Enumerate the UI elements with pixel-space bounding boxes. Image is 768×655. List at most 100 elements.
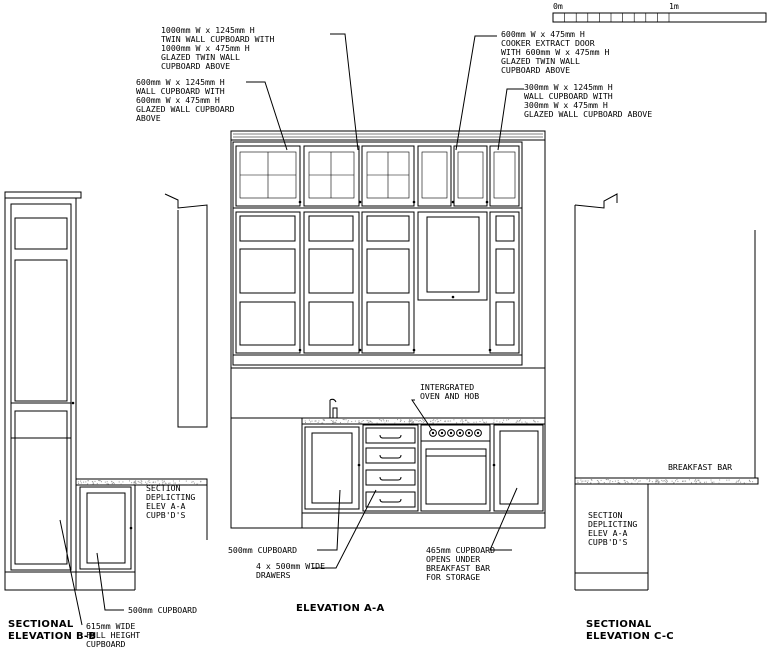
granite-speck [475,421,477,423]
glazed-cupboard-doors [235,145,520,207]
granite-speck [436,419,438,421]
granite-speck [737,481,739,483]
granite-speck [483,421,485,423]
note-wall-300: 300mm W x 1245mm H WALL CUPBOARD WITH 30… [524,82,652,119]
granite-speck [332,420,334,422]
granite-speck [697,480,699,482]
granite-speck [655,480,657,482]
granite-speck [380,419,382,421]
granite-speck [411,420,413,422]
granite-speck [395,422,397,424]
granite-speck [193,482,195,484]
granite-speck [577,482,579,483]
granite-speck [362,420,364,421]
granite-speck [376,422,378,424]
granite-speck [485,421,487,423]
granite-speck [85,481,87,483]
granite-speck [582,480,584,482]
hob-knob [474,429,482,437]
granite-speck [369,421,371,423]
granite-speck [612,481,614,483]
granite-speck [639,480,641,482]
granite-speck [133,481,135,483]
granite-speck [157,480,159,482]
granite-speck [736,480,738,482]
granite-speck [695,479,697,481]
granite-speck [520,419,521,421]
granite-speck [106,483,108,485]
worktop-granite-texture [304,419,539,424]
granite-speck [141,482,143,484]
granite-speck [674,483,676,484]
granite-speck [383,420,385,422]
granite-speck [111,483,113,485]
granite-speck [456,422,458,424]
granite-speck [168,482,170,484]
granite-speck [424,420,425,422]
granite-speck [493,419,495,421]
granite-speck [466,419,468,421]
granite-speck [141,480,143,482]
granite-speck [408,420,410,422]
granite-speck [585,480,587,482]
granite-speck [609,481,611,483]
granite-speck [304,420,306,422]
granite-speck [317,422,319,423]
granite-speck [677,480,679,482]
granite-speck [617,480,619,482]
granite-speck [106,481,108,483]
granite-speck [384,422,386,424]
granite-speck [386,422,388,424]
sectional-elevation-b-b [4,191,208,591]
granite-speck [196,483,198,485]
granite-speck [98,480,100,482]
granite-speck [80,480,82,482]
granite-speck [711,481,713,483]
granite-speck [421,421,423,423]
granite-speck [675,480,676,482]
granite-speck [597,482,599,484]
granite-speck [87,483,88,485]
granite-speck [152,481,154,483]
granite-speck [409,421,411,422]
hob-knob [429,429,437,437]
granite-speck [658,481,660,483]
granite-speck [410,419,412,421]
granite-speck [618,482,620,483]
title-section-c-c: SECTIONAL ELEVATION C-C [586,619,674,642]
granite-speck [698,479,700,481]
granite-speck [345,419,347,421]
granite-speck [516,422,518,424]
granite-speck [321,422,323,424]
drawer-stack [362,424,419,512]
granite-speck [438,420,440,422]
hob-knob [465,429,473,437]
granite-speck [664,481,666,483]
granite-speck [382,419,384,421]
granite-speck [627,482,629,484]
granite-speck [509,422,511,424]
granite-speck [411,422,413,424]
granite-speck [340,422,341,424]
granite-speck [651,481,653,483]
granite-speck [596,480,598,481]
granite-speck [499,421,501,423]
granite-speck [699,481,701,483]
granite-speck [506,419,508,421]
hob-knob-center [476,431,480,435]
granite-speck [367,422,369,424]
granite-speck [200,481,202,483]
granite-speck [464,420,466,422]
granite-speck [437,421,439,423]
title-elevation-a-a: ELEVATION A-A [296,603,384,614]
granite-speck [136,483,138,485]
granite-speck [334,421,336,423]
granite-speck [519,420,520,422]
granite-speck [98,480,100,481]
granite-speck [591,479,593,481]
granite-speck [413,422,415,424]
granite-speck [718,482,720,484]
granite-speck [484,422,486,424]
granite-speck [631,482,633,484]
granite-speck [735,481,737,483]
